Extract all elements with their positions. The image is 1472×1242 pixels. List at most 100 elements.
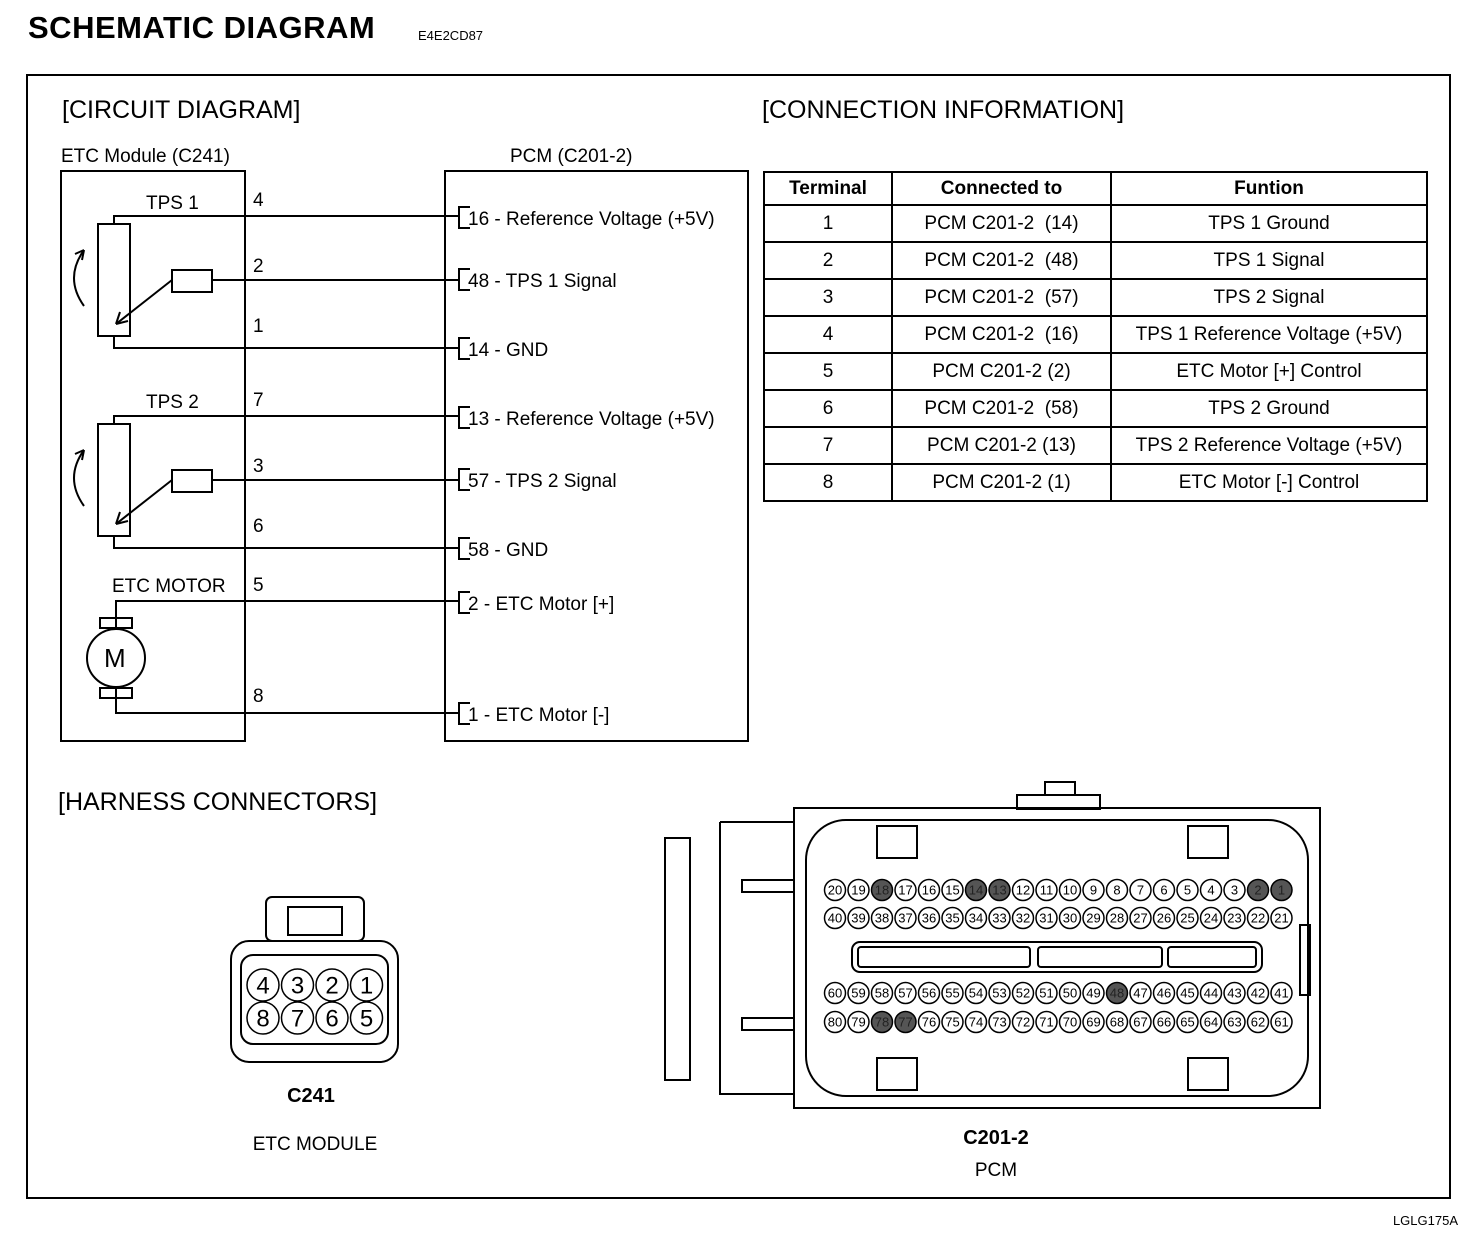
connector-pin-number: 62: [1251, 1015, 1265, 1030]
main-frame: [26, 74, 1451, 1199]
table-header-row: Terminal Connected to Funtion: [763, 171, 1428, 206]
etc-motor-label: ETC MOTOR: [112, 576, 226, 597]
column-header: Terminal: [763, 171, 893, 206]
connector-pin: [964, 1010, 988, 1034]
connector-pin: [1035, 981, 1058, 1005]
table-cell: ETC Motor [-] Control: [1110, 463, 1428, 502]
pcm-pin-label: 13 - Reference Voltage (+5V): [468, 409, 715, 430]
connector-pin-number: 52: [1016, 986, 1030, 1001]
connector-pin-number: 66: [1157, 1015, 1171, 1030]
connector-pin-number: 14: [969, 883, 983, 898]
wire-motor-plus: [115, 600, 458, 628]
connector-pin: [280, 1001, 315, 1035]
connector-pin-number: 69: [1086, 1015, 1100, 1030]
connector-pin-number: 4: [1207, 883, 1214, 898]
connector-pin: [1199, 906, 1223, 930]
connector-pin-number: 55: [945, 986, 959, 1001]
connector-pin: [847, 981, 870, 1005]
connector-pin-number: 25: [1180, 911, 1194, 926]
etc-pin-number: 5: [253, 575, 264, 596]
etc-pin-number: 8: [253, 686, 264, 707]
connector-pin-number: 53: [992, 986, 1006, 1001]
connector-pin: [847, 1010, 870, 1034]
connector-pin-number: 38: [875, 911, 889, 926]
connector-pin: [917, 906, 941, 930]
table-cell: TPS 2 Ground: [1110, 389, 1428, 428]
connector-pin: [847, 878, 870, 902]
connector-pin: [1246, 981, 1270, 1005]
connector-pin-number: 77: [898, 1015, 912, 1030]
pcm-pin-label: 2 - ETC Motor [+]: [468, 594, 614, 615]
connector-pin: [1223, 906, 1246, 930]
connector-pin: [1246, 878, 1270, 902]
connector-pin-number: 63: [1227, 1015, 1241, 1030]
connector-pin: [1058, 1010, 1082, 1034]
c241-connector: [230, 896, 399, 1063]
wire-tps2-ref: [113, 415, 458, 424]
connector-pin-number: 1: [1278, 883, 1285, 898]
connector-pin: [246, 968, 280, 1002]
connector-pin-number: 2: [1254, 883, 1261, 898]
connector-pin: [941, 906, 964, 930]
connector-pin: [315, 968, 349, 1002]
connector-pin-number: 48: [1110, 986, 1124, 1001]
connector-pin: [1082, 981, 1105, 1005]
connector-pin: [988, 1010, 1011, 1034]
connector-pin: [964, 981, 988, 1005]
circuit-diagram-heading: [CIRCUIT DIAGRAM]: [62, 96, 301, 124]
connector-pin-number: 56: [922, 986, 936, 1001]
connector-pin-number: 20: [828, 883, 842, 898]
connector-pin: [349, 1001, 384, 1035]
pcm-pin-label: 16 - Reference Voltage (+5V): [468, 209, 715, 230]
connector-pin: [988, 906, 1011, 930]
connector-pin-number: 5: [360, 1006, 373, 1033]
table-cell: 7: [763, 426, 893, 465]
connector-pin-number: 40: [828, 911, 842, 926]
connector-pin-number: 22: [1251, 911, 1265, 926]
connector-pin: [964, 906, 988, 930]
connector-pin: [1270, 1010, 1293, 1034]
etc-module-box: [60, 170, 246, 742]
connector-pin: [1152, 1010, 1176, 1034]
connector-pin-number: 18: [875, 883, 889, 898]
table-cell: PCM C201-2 (48): [891, 241, 1112, 280]
connector-pin: [1035, 1010, 1058, 1034]
connector-pin: [1152, 981, 1176, 1005]
connector-pin-number: 11: [1040, 883, 1054, 898]
table-cell: PCM C201-2 (16): [891, 315, 1112, 354]
connector-pin-number: 73: [992, 1015, 1006, 1030]
connector-pin-number: 12: [1016, 883, 1030, 898]
connector-pin: [964, 878, 988, 902]
connector-pin: [823, 878, 847, 902]
wire-tps1-ref: [113, 215, 458, 224]
connector-pin-number: 26: [1157, 911, 1171, 926]
c201-connector: [664, 781, 1321, 1109]
connector-pin: [1223, 1010, 1246, 1034]
connector-pin: [1058, 878, 1082, 902]
connector-pin: [870, 878, 894, 902]
connector-pin-number: 6: [1160, 883, 1167, 898]
connector-pin-number: 7: [1137, 883, 1144, 898]
connector-pin-number: 15: [945, 883, 959, 898]
connector-pin: [823, 981, 847, 1005]
connector-pin-number: 4: [256, 973, 269, 1000]
document-code: E4E2CD87: [418, 28, 484, 43]
connector-pin: [1082, 1010, 1105, 1034]
page-title: SCHEMATIC DIAGRAM: [28, 10, 376, 45]
connector-pin: [1105, 906, 1129, 930]
connector-pin: [988, 981, 1011, 1005]
c201-code: C201-2: [963, 1127, 1029, 1149]
connector-pin: [870, 906, 894, 930]
table-cell: ETC Motor [+] Control: [1110, 352, 1428, 391]
connector-pin: [1199, 1010, 1223, 1034]
connector-pin-number: 41: [1274, 986, 1288, 1001]
connector-pin: [1035, 878, 1058, 902]
connector-pin: [1176, 1010, 1199, 1034]
table-cell: 2: [763, 241, 893, 280]
connector-pin: [1129, 878, 1152, 902]
